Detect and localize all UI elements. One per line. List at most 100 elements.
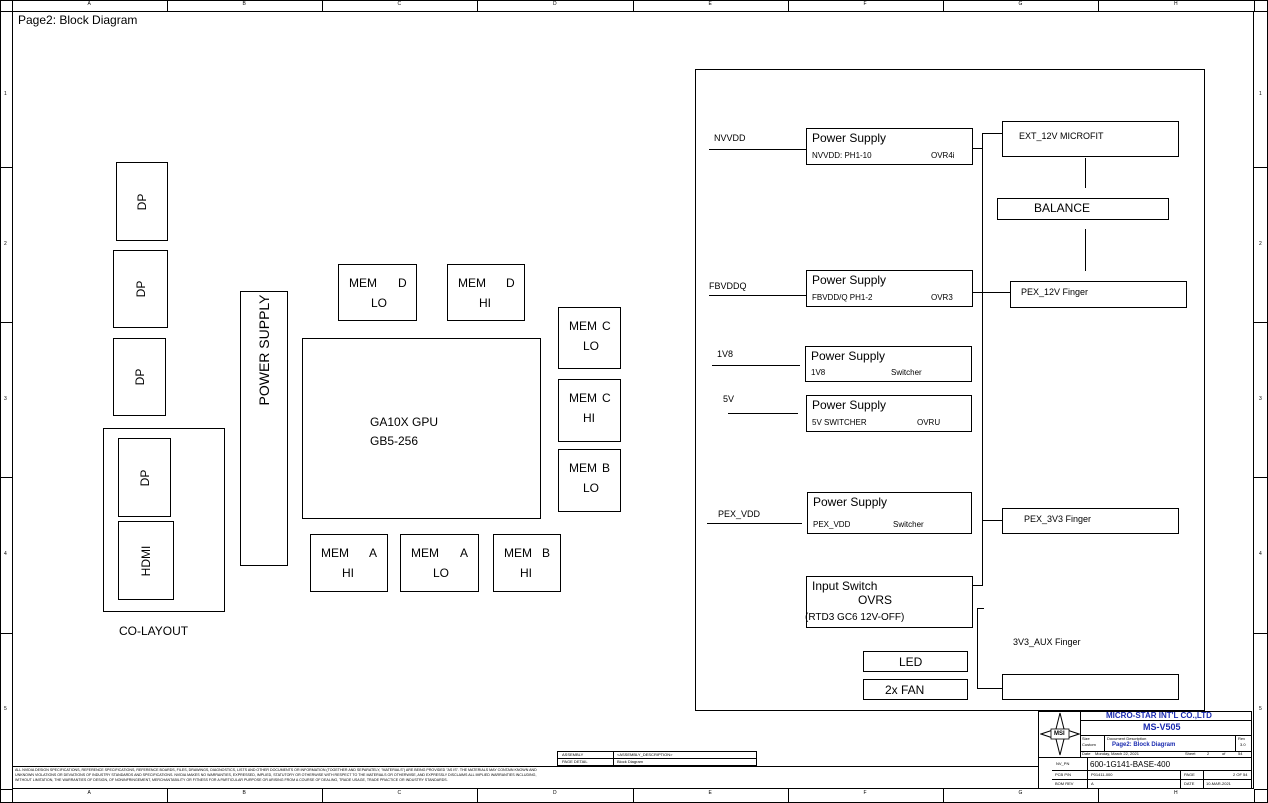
of-value: 54 [1238,751,1243,756]
power-supply-controller: OVRU [917,418,941,427]
row-marker: 4 [4,551,7,557]
msi-logo: MSI [1039,712,1081,756]
column-marker: C [397,790,402,796]
tb-line [1052,779,1252,780]
column-marker: B [242,1,246,7]
tb-line [1104,735,1105,751]
frame-tick [0,789,12,790]
power-supply-block: POWER SUPPLY [240,291,288,566]
memory-label: MEM [411,546,439,560]
memory-channel: D [398,276,407,290]
power-supply-title: Power Supply [811,349,886,363]
dp-label: DP [135,193,149,210]
rail-name: NVVDD [714,133,746,143]
memory-bank: HI [342,566,354,580]
frame-tick [167,789,168,803]
frame-tick [1254,633,1268,634]
nv-pn-value: 600-1G141-BASE-400 [1090,760,1171,769]
power-supply-spec: 5V SWITCHER [812,418,867,427]
frame-tick [0,322,12,323]
row-marker: 5 [4,706,7,712]
memory-bank: HI [520,566,532,580]
asm-line [613,751,614,766]
tb-line [1038,757,1252,758]
rail-line [709,295,806,296]
frame-tick [788,0,789,11]
logo-text: MSI [1054,731,1065,737]
ext-12v-microfit: EXT_12V MICROFIT [1002,121,1179,157]
tb-line [1080,711,1081,757]
bus-line [1085,229,1086,271]
sheet-label: Sheet [1185,751,1196,756]
bus-line [977,608,984,609]
aux-3v3-finger [1002,674,1179,700]
column-marker: H [1174,1,1178,7]
frame-tick [1254,11,1268,12]
balance-label: BALANCE [1034,201,1091,215]
bus-line [982,133,983,585]
pex-12v-label: PEX_12V Finger [1021,287,1089,297]
disclaimer-line [12,766,1038,767]
memory-bank: LO [433,566,450,580]
dp-connector-1: DP [116,162,168,241]
rail-line [712,365,800,366]
gpu-memory: GB5-256 [370,434,419,448]
date2-label: DATE [1184,781,1195,786]
led-block: LED [863,651,968,672]
size-label: Size [1082,736,1090,741]
msi-logo-icon [1039,712,1081,756]
date-value: Monday, March 22, 2021 [1095,751,1139,756]
title-block [1038,711,1252,789]
page-title: Page2: Block Diagram [18,13,138,27]
row-marker: 3 [1259,396,1262,402]
ext-12v-label: EXT_12V MICROFIT [1019,131,1104,141]
frame-tick [633,789,634,803]
bus-line [973,585,983,586]
input-switch-ic: OVRS [858,593,893,607]
memory-label: MEM [569,461,597,475]
frame-tick [943,0,944,11]
power-supply-spec: PEX_VDD [813,520,851,529]
column-marker: F [863,790,867,796]
memory-bank: LO [583,481,600,495]
size-value: Custom [1082,742,1096,747]
of-label: of [1222,751,1226,756]
rail-line [707,523,802,524]
power-supply-spec: NVVDD: PH1-10 [812,151,872,160]
power-supply-controller: OVR3 [931,293,953,302]
page-detail-value: Block Diagram [617,759,644,764]
frame-tick [322,0,323,11]
rail-name: PEX_VDD [718,509,761,519]
page-value: 2 OF 54 [1233,772,1248,777]
pcb-label: PCB P/N [1055,772,1072,777]
hdmi-connector: HDMI [118,521,174,600]
tb-line [1080,720,1252,721]
row-marker: 1 [4,91,7,97]
bom-label: BOM REV [1055,781,1074,786]
frame-tick [0,633,12,634]
bus-line [973,148,983,149]
nv-pn-label: NV_PN [1056,761,1070,766]
column-marker: B [242,790,246,796]
power-supply-controller: OVR4i [931,151,955,160]
inner-border [12,11,1254,789]
tb-line [1087,758,1088,789]
input-switch-title: Input Switch [812,579,878,593]
asm-line [557,758,757,759]
column-marker: E [708,1,712,7]
bus-line [1085,158,1086,188]
memory-channel: C [602,319,611,333]
row-marker: 4 [1259,551,1262,557]
frame-tick [1254,0,1255,11]
column-marker: D [553,790,557,796]
pex-3v3-finger: PEX_3V3 Finger [1002,508,1179,534]
memory-bank: LO [583,339,600,353]
frame-tick [1254,477,1268,478]
assembly-value: <ASSEMBLY_DESCRIPTION> [617,752,673,757]
bus-line [982,292,1010,293]
assembly-label: ASSEMBLY [562,752,584,757]
memory-label: MEM [321,546,349,560]
